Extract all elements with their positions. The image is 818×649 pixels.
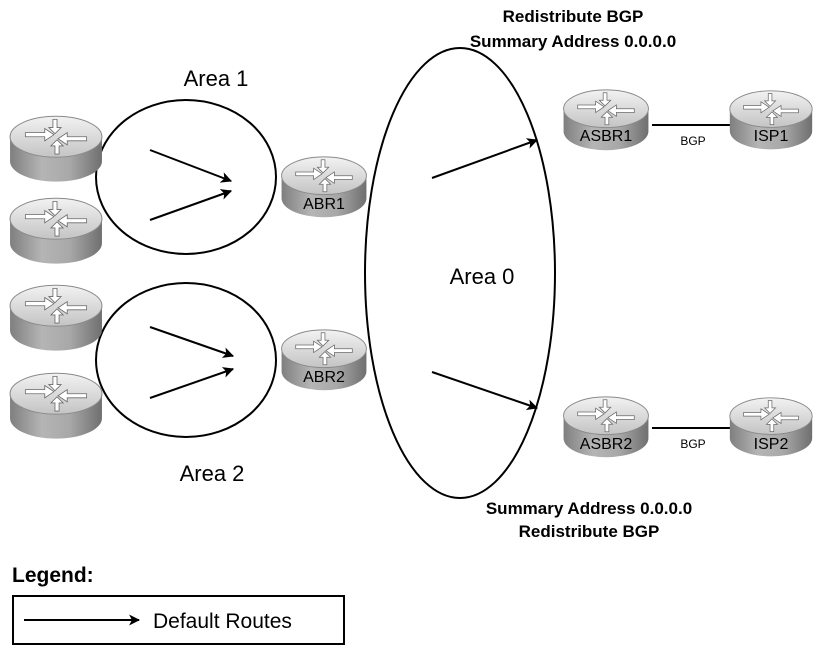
- area-1-label: Area 1: [184, 66, 249, 91]
- default-route-arrow: [431, 371, 539, 410]
- area-2-label: Area 2: [180, 461, 245, 486]
- asbr2-label: ASBR2: [580, 436, 633, 453]
- bgp-link-label: BGP: [680, 134, 705, 148]
- default-route-arrow: [149, 149, 233, 183]
- asbr1-label: ASBR1: [580, 128, 633, 145]
- top-annotation-line-1: Redistribute BGP: [503, 7, 644, 26]
- router-icon: [9, 115, 103, 183]
- area-1-boundary: [95, 99, 277, 255]
- abr1-label: ABR1: [303, 196, 345, 213]
- default-route-arrow: [149, 189, 233, 221]
- legend-default-routes-label: Default Routes: [153, 610, 292, 633]
- top-annotation-line-2: Summary Address 0.0.0.0: [470, 32, 676, 51]
- router-icon: [9, 284, 103, 352]
- bottom-annotation-line-2: Redistribute BGP: [519, 522, 660, 541]
- default-route-arrow: [431, 138, 539, 179]
- router-icon: [9, 372, 103, 440]
- abr2-label: ABR2: [303, 369, 345, 386]
- bottom-annotation-line-1: Summary Address 0.0.0.0: [486, 499, 692, 518]
- router-icon: [9, 197, 103, 265]
- isp2-label: ISP2: [754, 436, 789, 453]
- default-route-arrow: [149, 326, 235, 358]
- bgp-link-label: BGP: [680, 437, 705, 451]
- area-0-boundary: [364, 47, 556, 499]
- area-2-boundary: [95, 282, 277, 438]
- default-route-arrow: [149, 367, 235, 399]
- isp1-label: ISP1: [754, 128, 789, 145]
- legend-title: Legend:: [12, 564, 94, 587]
- area-0-label: Area 0: [450, 264, 515, 289]
